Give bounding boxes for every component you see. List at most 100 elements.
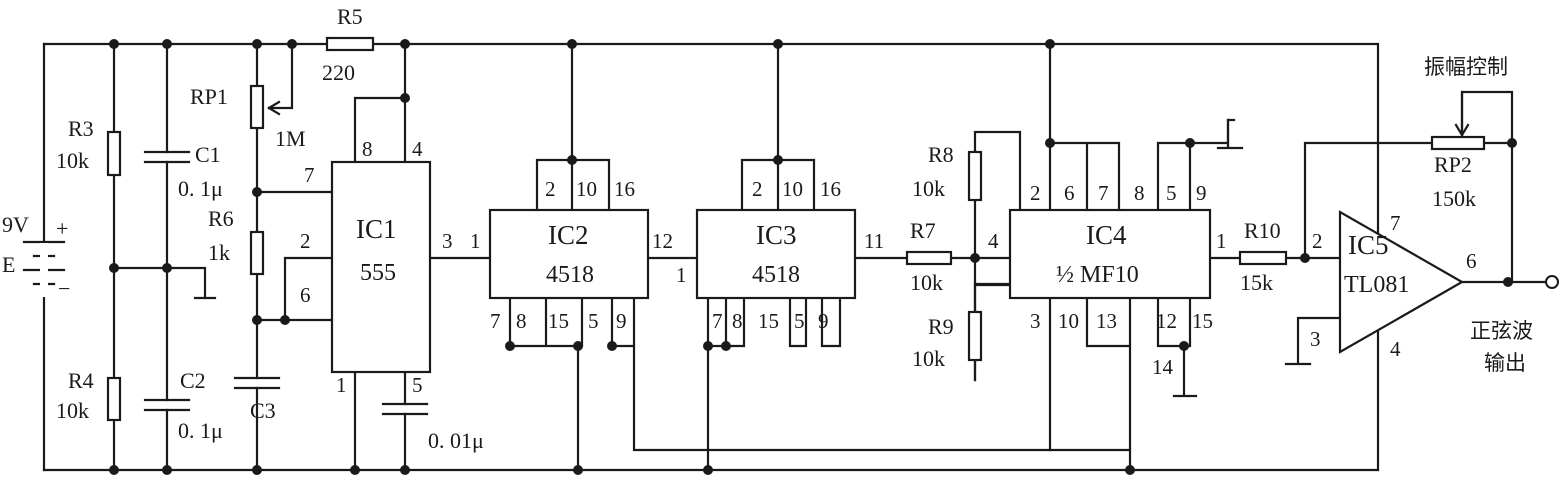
r9-value: 10k (912, 346, 945, 371)
svg-text:5: 5 (588, 309, 599, 333)
sine-output-label-1: 正弦波 (1470, 319, 1533, 343)
resistor-r3 (106, 130, 122, 177)
svg-text:12: 12 (1156, 309, 1177, 333)
battery-voltage: 9V (2, 212, 29, 237)
svg-text:8: 8 (362, 137, 373, 161)
svg-text:3: 3 (1030, 309, 1041, 333)
svg-text:6: 6 (1064, 181, 1075, 205)
battery-name: E (2, 252, 15, 277)
ic5-opamp (1338, 210, 1465, 354)
ic4-name: IC4 (1086, 220, 1127, 250)
svg-text:11: 11 (864, 229, 884, 253)
rp2-value: 150k (1432, 186, 1476, 211)
c2-value: 0. 1μ (178, 418, 223, 443)
ic3-name: IC3 (756, 220, 797, 250)
r8-label: R8 (928, 142, 954, 167)
svg-text:7: 7 (490, 309, 501, 333)
svg-text:15: 15 (1192, 309, 1213, 333)
svg-text:12: 12 (652, 229, 673, 253)
pin-numbers: 8 4 7 2 6 3 1 5 1 2 10 16 7 8 15 5 9 12 … (300, 137, 1477, 397)
ic1-part: 555 (360, 260, 396, 286)
svg-text:2: 2 (300, 229, 311, 253)
battery-plus: + (56, 216, 68, 241)
ic5-part: TL081 (1344, 272, 1409, 298)
svg-text:6: 6 (1466, 249, 1477, 273)
svg-text:7: 7 (1390, 211, 1401, 235)
svg-text:7: 7 (304, 163, 315, 187)
svg-text:4: 4 (412, 137, 423, 161)
resistor-r9 (967, 310, 983, 362)
svg-text:2: 2 (545, 177, 556, 201)
svg-text:4: 4 (1390, 337, 1401, 361)
capacitor-c1 (143, 150, 191, 164)
ic4-box (1008, 208, 1212, 300)
r5-label: R5 (337, 4, 363, 29)
wires (42, 42, 1550, 472)
svg-text:8: 8 (516, 309, 527, 333)
ic2-box (488, 208, 650, 300)
r10-value: 15k (1240, 270, 1273, 295)
r7-value: 10k (910, 270, 943, 295)
resistor-r10 (1238, 250, 1288, 266)
c2-label: C2 (180, 368, 206, 393)
ic2-part: 4518 (546, 262, 594, 288)
resistors (106, 36, 1486, 422)
r6-label: R6 (208, 206, 234, 231)
ic1-name: IC1 (356, 214, 397, 244)
svg-text:9: 9 (818, 309, 829, 333)
ic5-name: IC5 (1348, 230, 1389, 260)
amplitude-control-label: 振幅控制 (1424, 55, 1508, 79)
svg-text:10: 10 (576, 177, 597, 201)
r3-label: R3 (68, 116, 94, 141)
ic3-box (695, 208, 857, 300)
junctions (109, 39, 1517, 475)
svg-text:5: 5 (1166, 181, 1177, 205)
ic4-part: ½ MF10 (1056, 262, 1139, 288)
r5-value: 220 (322, 60, 355, 85)
svg-text:5: 5 (794, 309, 805, 333)
resistor-r6 (249, 230, 265, 276)
resistor-r7 (905, 250, 953, 266)
resistor-r4 (106, 376, 122, 422)
r10-label: R10 (1244, 218, 1281, 243)
svg-text:2: 2 (752, 177, 763, 201)
capacitor-c2 (143, 398, 191, 412)
battery-symbol (22, 240, 66, 297)
svg-text:16: 16 (614, 177, 635, 201)
svg-text:1: 1 (676, 263, 687, 287)
ic-labels: IC1 555 IC2 4518 IC3 4518 IC4 ½ MF10 IC5… (356, 214, 1409, 298)
svg-text:16: 16 (820, 177, 841, 201)
sine-output-label-2: 输出 (1484, 351, 1526, 375)
svg-text:1: 1 (1216, 229, 1227, 253)
battery-minus: − (58, 276, 70, 301)
svg-text:4: 4 (988, 229, 999, 253)
svg-text:9: 9 (616, 309, 627, 333)
svg-text:8: 8 (732, 309, 743, 333)
capacitor-c3 (233, 376, 281, 390)
c1-label: C1 (195, 142, 221, 167)
r4-label: R4 (68, 368, 94, 393)
svg-text:1: 1 (336, 373, 347, 397)
ic3-part: 4518 (752, 262, 800, 288)
rp1-label: RP1 (190, 84, 228, 109)
capacitor-c5 (381, 402, 429, 416)
svg-text:9: 9 (1196, 181, 1207, 205)
r7-label: R7 (910, 218, 936, 243)
rp2-label: RP2 (1434, 152, 1472, 177)
svg-text:10: 10 (782, 177, 803, 201)
c3-label: C3 (250, 398, 276, 423)
r3-value: 10k (56, 148, 89, 173)
svg-text:7: 7 (1098, 181, 1109, 205)
potentiometer-rp2 (1430, 135, 1486, 151)
svg-text:2: 2 (1312, 229, 1323, 253)
c1-value: 0. 1μ (178, 176, 223, 201)
ic2-name: IC2 (548, 220, 589, 250)
svg-text:7: 7 (712, 309, 723, 333)
output-terminal (1545, 275, 1559, 289)
svg-text:15: 15 (548, 309, 569, 333)
svg-text:2: 2 (1030, 181, 1041, 205)
r9-label: R9 (928, 314, 954, 339)
svg-text:3: 3 (1310, 327, 1321, 351)
resistor-r5 (325, 36, 375, 52)
